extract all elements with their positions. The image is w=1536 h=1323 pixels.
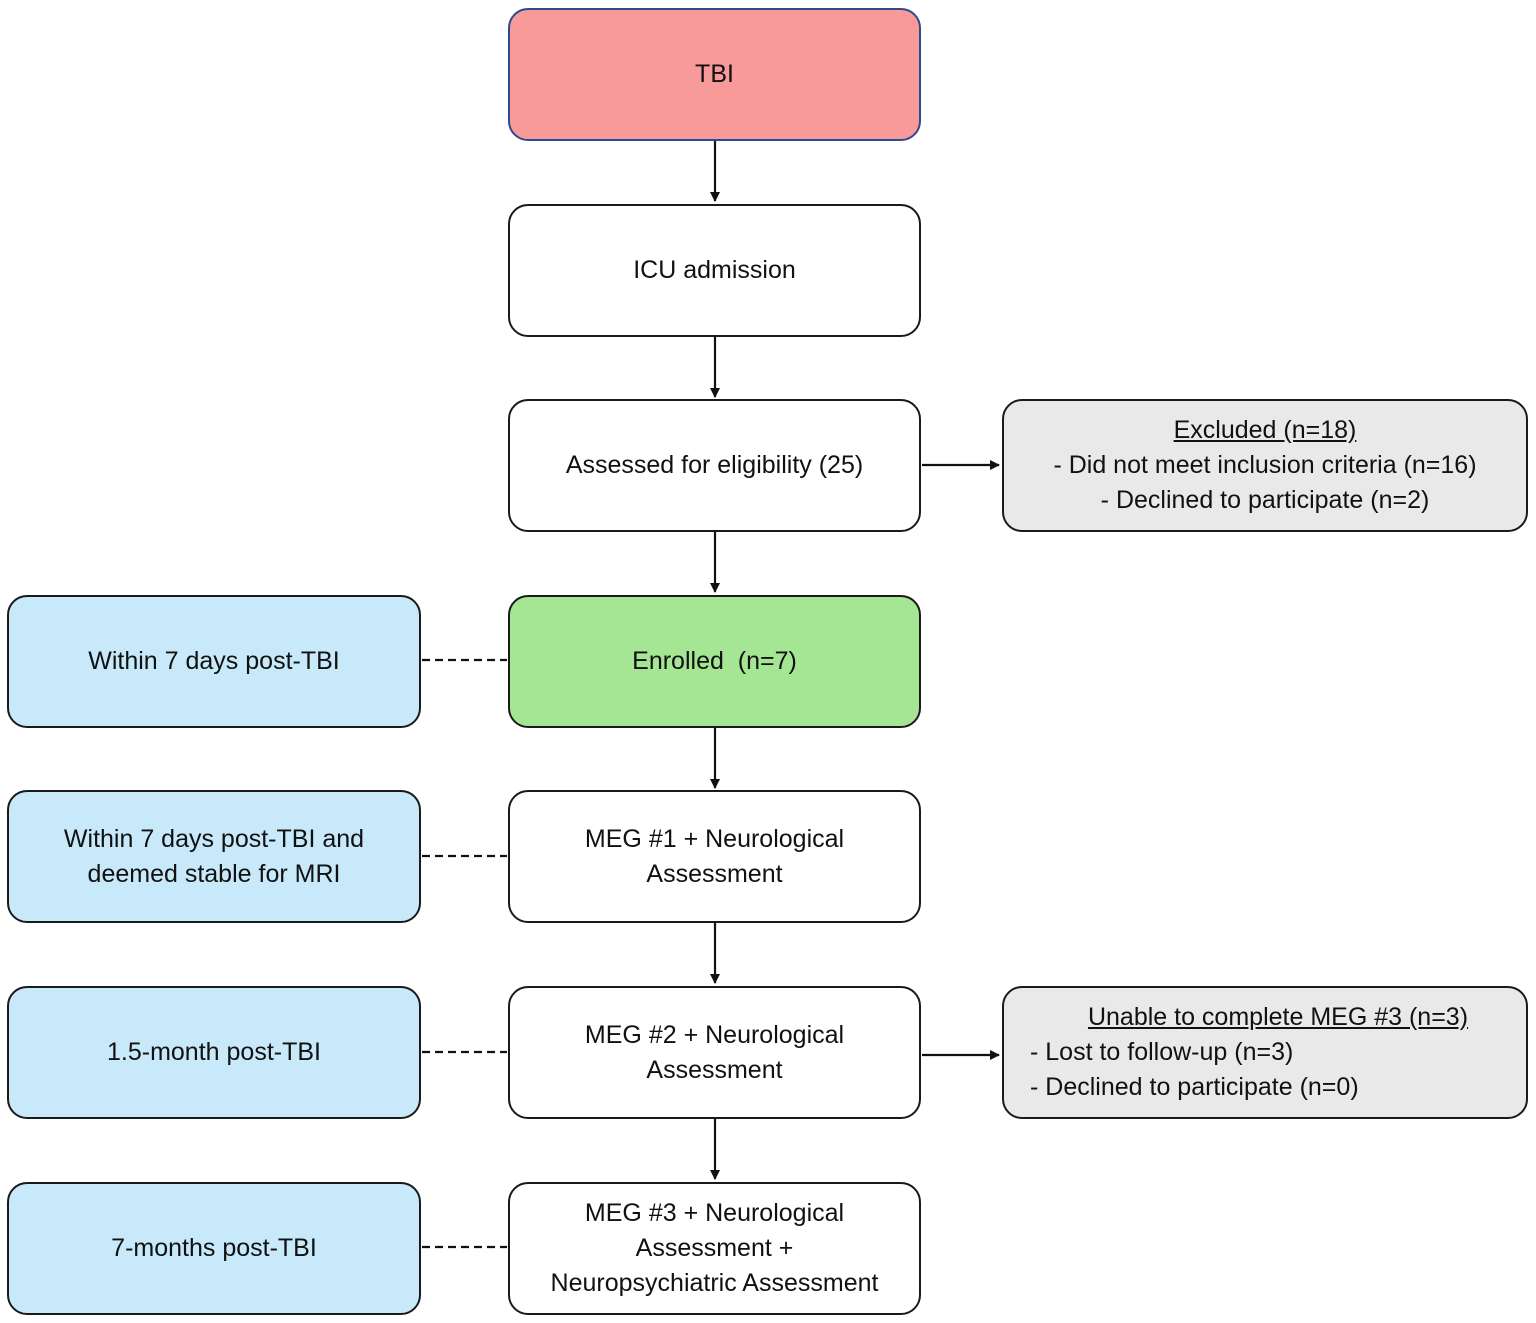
meg1-box: MEG #1 + Neurological Assessment [508,790,921,923]
tbi-label: TBI [695,60,734,88]
icu-admission-box: ICU admission [508,204,921,337]
meg2-box: MEG #2 + Neurological Assessment [508,986,921,1119]
unable-item-lost: - Lost to follow-up (n=3) [1030,1038,1294,1066]
meg1-line-2: Assessment [646,859,783,888]
meg3-line-1: MEG #3 + Neurological [584,1199,845,1227]
meg3-box: MEG #3 + Neurological Assessment + Neuro… [508,1182,921,1315]
tbi-box: TBI [508,8,921,141]
meg2-line-2: Assessment [646,1055,783,1084]
timepoint-stable-line-2: deemed stable for MRI [87,859,341,888]
timepoint-7-months-label: 7-months post-TBI [111,1234,317,1262]
assessed-eligibility-label: Assessed for eligibility (25) [565,451,864,479]
excluded-header: Excluded (n=18) [1173,416,1357,444]
timepoint-stable-line-1: Within 7 days post-TBI and [63,824,365,853]
assessed-eligibility-box: Assessed for eligibility (25) [508,399,921,532]
timepoint-within-7-days-label: Within 7 days post-TBI [88,647,340,675]
timepoint-1-5-month-label: 1.5-month post-TBI [107,1038,321,1066]
enrolled-box: Enrolled (n=7) [508,595,921,728]
unable-to-complete-box: Unable to complete MEG #3 (n=3) - Lost t… [1002,986,1528,1119]
enrolled-label: Enrolled (n=7) [632,647,797,675]
unable-item-declined: - Declined to participate (n=0) [1030,1073,1359,1101]
timepoint-7-months-box: 7-months post-TBI [7,1182,421,1315]
excluded-box: Excluded (n=18) - Did not meet inclusion… [1002,399,1528,532]
meg2-line-1: MEG #2 + Neurological [584,1020,845,1049]
meg3-line-2: Assessment + [635,1234,794,1262]
timepoint-within-7-days-box: Within 7 days post-TBI [7,595,421,728]
excluded-item-declined: - Declined to participate (n=2) [1100,486,1430,514]
excluded-item-inclusion: - Did not meet inclusion criteria (n=16) [1053,451,1477,479]
timepoint-1-5-month-box: 1.5-month post-TBI [7,986,421,1119]
timepoint-stable-for-mri-box: Within 7 days post-TBI and deemed stable… [7,790,421,923]
icu-admission-label: ICU admission [633,256,796,284]
unable-header: Unable to complete MEG #3 (n=3) [1087,1003,1469,1031]
meg1-line-1: MEG #1 + Neurological [584,824,845,853]
meg3-line-3: Neuropsychiatric Assessment [550,1269,879,1297]
